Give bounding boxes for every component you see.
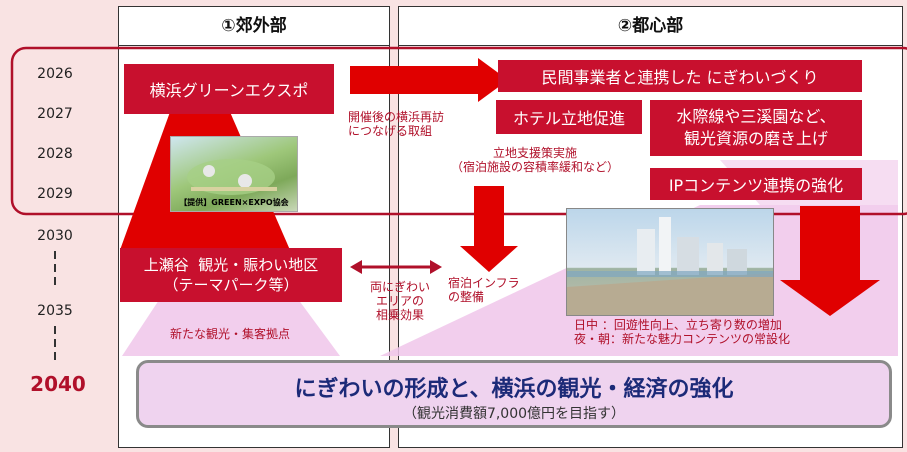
timeline-dash	[54, 352, 56, 360]
synergy-arrow-right-head	[430, 260, 442, 274]
new-hub-note: 新たな観光・集客拠点	[169, 327, 290, 341]
expo-box: 横浜グリーンエクスポ	[124, 64, 334, 114]
private-partner-box: 民間事業者と連携した にぎわいづくり	[498, 60, 862, 92]
suburban-panel-header: ①郊外部	[119, 7, 389, 46]
expo-image: 【提供】GREEN×EXPO協会	[170, 136, 298, 212]
effects-note: 日中 ：回遊性向上、立ち寄り数の増加 夜・朝：新たな魅力コンテンツの常設化	[574, 318, 894, 346]
year-2029: 2029	[37, 186, 73, 202]
right-down-arrow	[780, 206, 880, 316]
after-event-note: 開催後の横浜再訪 につなげる取組	[348, 110, 478, 138]
urban-panel-header: ②都心部	[399, 7, 902, 46]
goal-title: にぎわいの形成と、横浜の観光・経済の強化	[294, 377, 734, 402]
support-note-line2: （宿泊施設の容積率緩和など）	[450, 160, 619, 174]
year-2040: 2040	[30, 372, 86, 396]
timeline-dash	[54, 326, 56, 334]
lodging-down-arrow	[460, 186, 518, 272]
effects-note-line2: 夜・朝：新たな魅力コンテンツの常設化	[574, 332, 791, 346]
expo-to-urban-arrow	[350, 58, 508, 102]
after-event-note-line1: 開催後の横浜再訪	[348, 110, 445, 124]
year-2035: 2035	[37, 303, 73, 319]
kamiseya-line1: 上瀬谷 観光・賑わい地区	[143, 256, 319, 274]
synergy-note-line2: エリアの	[375, 294, 424, 308]
support-note: 立地支援策実施 （宿泊施設の容積率緩和など）	[430, 146, 640, 174]
lodging-note-line1: 宿泊インフラ	[448, 276, 520, 290]
after-event-note-line2: につなげる取組	[348, 124, 433, 138]
year-2027: 2027	[37, 106, 73, 122]
ip-content-box: IPコンテンツ連携の強化	[650, 168, 862, 200]
timeline-dash	[54, 277, 56, 285]
expo-image-caption: 【提供】GREEN×EXPO協会	[179, 198, 289, 207]
kamiseya-box: 上瀬谷 観光・賑わい地区 （テーマパーク等）	[120, 248, 342, 302]
waterfront-line1: 水際線や三溪園など、	[676, 107, 836, 126]
support-note-line1: 立地支援策実施	[492, 146, 577, 160]
synergy-note-line3: 相乗効果	[375, 308, 424, 322]
synergy-note: 両にぎわい エリアの 相乗効果	[352, 280, 448, 322]
synergy-note-line1: 両にぎわい	[369, 280, 430, 294]
goal-subtitle: （観光消費額7,000億円を目指す）	[402, 406, 626, 422]
effects-note-line1: 日中 ：回遊性向上、立ち寄り数の増加	[574, 318, 782, 332]
timeline-dash	[54, 251, 56, 259]
goal-box: にぎわいの形成と、横浜の観光・経済の強化 （観光消費額7,000億円を目指す）	[136, 360, 892, 428]
lodging-note: 宿泊インフラ の整備	[448, 276, 532, 304]
expo-image-art	[187, 159, 277, 195]
waterfront-box: 水際線や三溪園など、 観光資源の磨き上げ	[650, 100, 862, 156]
synergy-arrow-left-head	[350, 260, 362, 274]
timeline-dash	[54, 264, 56, 272]
year-2026: 2026	[37, 66, 73, 82]
harbor-photo-art	[567, 217, 773, 315]
lodging-note-line2: の整備	[448, 290, 485, 304]
kamiseya-line2: （テーマパーク等）	[163, 276, 299, 294]
harbor-photo	[566, 208, 774, 316]
waterfront-line2: 観光資源の磨き上げ	[683, 129, 828, 148]
year-2028: 2028	[37, 146, 73, 162]
hotel-box: ホテル立地促進	[496, 100, 642, 134]
timeline-dash	[54, 339, 56, 347]
year-2030: 2030	[37, 228, 73, 244]
